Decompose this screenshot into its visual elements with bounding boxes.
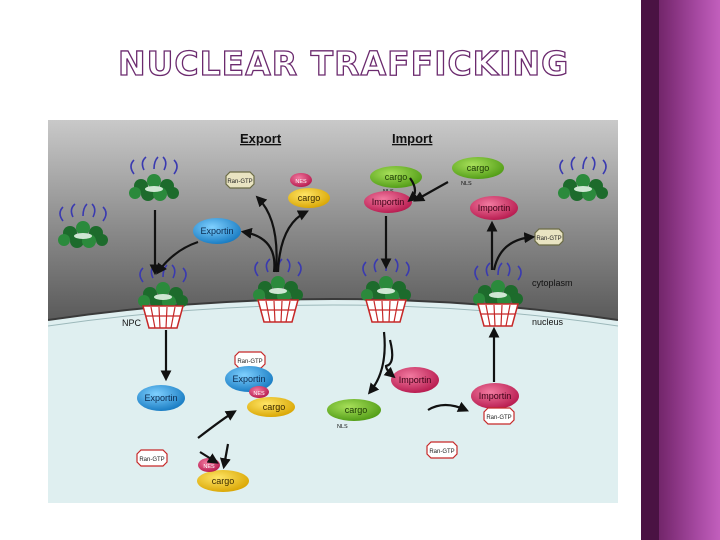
importin-nucleus-free: Importin [391,367,439,393]
svg-text:Ran-GTP: Ran-GTP [139,457,164,463]
svg-text:Ran-GTP: Ran-GTP [227,179,252,185]
cargo-nls-cyto-2: cargo NLS [452,157,504,187]
svg-text:Exportin: Exportin [232,374,265,384]
cargo-nes-cyto: cargo NES [288,173,330,208]
svg-text:cargo: cargo [263,402,286,412]
diagram-svg: Export Import cytoplasm nucleus NPC Ran-… [47,120,619,503]
ran-gtp-tag-cyto-import: Ran-GTP [534,228,564,246]
ran-gtp-tag-nucleus-4: Ran-GTP [426,441,458,459]
nucleus-label: nucleus [532,317,564,327]
svg-text:Importin: Importin [478,203,511,213]
import-header: Import [392,131,433,146]
svg-text:Importin: Importin [479,391,512,401]
ran-gtp-tag-nucleus-3: Ran-GTP [483,407,515,425]
exportin-cyto: Exportin [193,218,241,244]
svg-text:cargo: cargo [345,405,368,415]
svg-text:Importin: Importin [372,197,405,207]
sidebar-dark-stripe [641,0,659,540]
export-header: Export [240,131,282,146]
svg-text:Ran-GTP: Ran-GTP [536,236,561,242]
nuclear-trafficking-diagram: Export Import cytoplasm nucleus NPC Ran-… [47,120,619,503]
exportin-nucleus-complex: Exportin [225,366,273,392]
cargo-nls-nucleus: cargo NLS [327,399,381,430]
svg-text:NES: NES [203,464,215,470]
importin-cyto-1: Importin [364,191,412,213]
svg-text:Exportin: Exportin [200,226,233,236]
svg-text:Importin: Importin [399,375,432,385]
cytoplasm-label: cytoplasm [532,278,573,288]
npc-label: NPC [122,318,142,328]
svg-text:NES: NES [253,391,265,397]
svg-text:Ran-GTP: Ran-GTP [486,415,511,421]
importin-nucleus-ran: Importin [471,383,519,409]
svg-text:cargo: cargo [298,193,321,203]
ran-gtp-tag-nucleus-2: Ran-GTP [136,449,168,467]
exportin-nucleus-free: Exportin [137,385,185,411]
cargo-nes-nucleus-complex: cargo NES [247,386,295,417]
ran-gtp-tag-cyto-export: Ran-GTP [225,171,255,189]
slide-title: NUCLEAR TRAFFICKING [117,43,570,83]
svg-text:cargo: cargo [467,163,490,173]
svg-text:Ran-GTP: Ran-GTP [237,359,262,365]
svg-text:NLS: NLS [337,424,348,430]
svg-text:NLS: NLS [461,181,472,187]
svg-text:Ran-GTP: Ran-GTP [429,449,454,455]
decorative-sidebar [641,0,720,540]
svg-text:cargo: cargo [385,172,408,182]
pathway-arrows [149,177,536,470]
importin-cyto-2: Importin [470,196,518,220]
svg-text:Exportin: Exportin [144,393,177,403]
svg-text:NES: NES [295,179,307,185]
ran-gtp-tag-nucleus-1: Ran-GTP [234,351,266,369]
svg-text:cargo: cargo [212,476,235,486]
